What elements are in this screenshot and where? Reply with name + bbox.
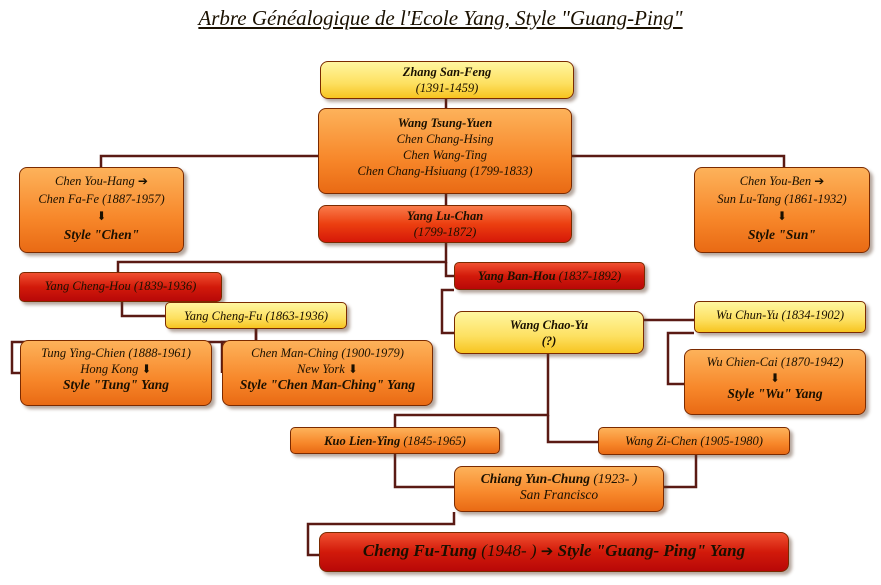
node-zhang-san-feng: Zhang San-Feng (1391-1459) bbox=[320, 61, 574, 99]
node-dates: (1391-1459) bbox=[415, 81, 479, 95]
node-line: Chen Wang-Ting bbox=[403, 148, 487, 162]
connector-wuchunyu-wuchiencai bbox=[666, 331, 694, 386]
node-name: Zhang San-Feng bbox=[402, 65, 492, 79]
node-style-wu: Wu Chien-Cai (1870-1942) ⬇ Style "Wu" Ya… bbox=[684, 349, 866, 415]
connector-chaoyu-kuo bbox=[393, 354, 550, 427]
style-label: Style "Wu" Yang bbox=[727, 386, 823, 401]
style-label: Style "Guang- Ping" Yang bbox=[553, 541, 746, 560]
style-label: Style "Chen Man-Ching" Yang bbox=[239, 377, 416, 392]
down-arrow-icon: ⬇ bbox=[96, 209, 107, 223]
chart-title: Arbre Généalogique de l'Ecole Yang, Styl… bbox=[198, 6, 683, 30]
circle-arrow-icon: ➔ bbox=[540, 544, 554, 560]
style-label: Style "Tung" Yang bbox=[62, 377, 170, 392]
node-wang-zi-chen: Wang Zi-Chen (1905-1980) bbox=[598, 427, 790, 455]
node-text: Wang Zi-Chen (1905-1980) bbox=[625, 434, 763, 448]
node-text: Yang Cheng-Hou (1839-1936) bbox=[44, 279, 197, 293]
node-line: Wu Chien-Cai (1870-1942) bbox=[706, 355, 844, 369]
down-arrow-icon: ⬇ bbox=[347, 362, 358, 376]
node-wu-chun-yu: Wu Chun-Yu (1834-1902) bbox=[694, 301, 866, 333]
node-chiang-yun-chung: Chiang Yun-Chung (1923- ) San Francisco bbox=[454, 466, 664, 512]
node-yang-cheng-hou: Yang Cheng-Hou (1839-1936) bbox=[19, 272, 222, 302]
node-line: Chen You-Ben bbox=[739, 174, 812, 188]
right-arrow-icon: ➔ bbox=[814, 174, 825, 188]
down-arrow-icon: ⬇ bbox=[769, 371, 781, 385]
node-text: Wu Chun-Yu (1834-1902) bbox=[715, 308, 844, 322]
style-label: Style "Chen" bbox=[63, 226, 140, 242]
node-style-chen: Chen You-Hang ➔ Chen Fa-Fe (1887-1957) ⬇… bbox=[19, 167, 184, 253]
node-name: Wang Tsung-Yuen bbox=[397, 116, 493, 130]
connector-yanglu-branch bbox=[116, 243, 448, 272]
node-name: Wang Chao-Yu bbox=[509, 318, 589, 332]
down-arrow-icon: ⬇ bbox=[776, 209, 788, 223]
connector-banhou-chaoyu bbox=[440, 288, 454, 335]
node-style-tung: Tung Ying-Chien (1888-1961) Hong Kong ⬇ … bbox=[20, 340, 212, 406]
node-style-chen-man-ching: Chen Man-Ching (1900-1979) New York ⬇ St… bbox=[222, 340, 433, 406]
node-dates: (1845-1965) bbox=[400, 434, 466, 448]
node-wang-tsung-yuen: Wang Tsung-Yuen Chen Chang-Hsing Chen Wa… bbox=[318, 108, 572, 194]
node-cheng-fu-tung: Cheng Fu-Tung (1948- ) ➔ Style "Guang- P… bbox=[319, 532, 789, 572]
node-kuo-lien-ying: Kuo Lien-Ying (1845-1965) bbox=[290, 427, 500, 454]
connector-chaoyu-zichen bbox=[546, 415, 598, 444]
node-line: Chen Chang-Hsing bbox=[396, 132, 494, 146]
node-line: Chen Chang-Hsiuang (1799-1833) bbox=[357, 164, 533, 178]
node-yang-ban-hou: Yang Ban-Hou (1837-1892) bbox=[454, 262, 645, 290]
connector-chenghou-chengfu bbox=[120, 302, 165, 318]
node-name: Yang Lu-Chan bbox=[406, 209, 484, 223]
node-line: Chen Fa-Fe (1887-1957) bbox=[38, 191, 165, 206]
node-dates: (1837-1892) bbox=[555, 269, 622, 283]
node-name: Chiang Yun-Chung bbox=[480, 471, 590, 486]
node-line: Hong Kong bbox=[80, 362, 139, 376]
connector-wang-sun bbox=[572, 154, 786, 167]
node-line: Chen You-Hang bbox=[55, 174, 135, 188]
node-dates: (1923- ) bbox=[589, 471, 638, 486]
node-style-sun: Chen You-Ben ➔ Sun Lu-Tang (1861-1932) ⬇… bbox=[694, 167, 870, 253]
right-arrow-icon: ➔ bbox=[137, 174, 148, 188]
connector-chiang-cheng bbox=[306, 512, 456, 557]
node-line: Sun Lu-Tang (1861-1932) bbox=[717, 191, 847, 206]
node-yang-cheng-fu: Yang Cheng-Fu (1863-1936) bbox=[165, 302, 347, 329]
connector-kuo-chiang bbox=[393, 454, 454, 489]
connector-zichen-chiang bbox=[664, 455, 698, 489]
down-arrow-icon: ⬇ bbox=[141, 362, 152, 376]
node-text: Yang Cheng-Fu (1863-1936) bbox=[184, 309, 328, 323]
node-yang-lu-chan: Yang Lu-Chan (1799-1872) bbox=[318, 205, 572, 243]
node-line: New York bbox=[296, 362, 345, 376]
node-wang-chao-yu: Wang Chao-Yu (?) bbox=[454, 311, 644, 354]
style-label: Style "Sun" bbox=[748, 226, 816, 242]
node-name: Kuo Lien-Ying bbox=[324, 434, 401, 448]
node-dates: (1948- ) bbox=[477, 541, 541, 560]
node-name: Cheng Fu-Tung bbox=[362, 541, 478, 560]
node-line: San Francisco bbox=[519, 487, 599, 502]
node-name: Yang Ban-Hou bbox=[477, 269, 556, 283]
node-dates: (1799-1872) bbox=[413, 225, 477, 239]
node-dates: (?) bbox=[541, 334, 557, 348]
node-line: Chen Man-Ching (1900-1979) bbox=[251, 346, 404, 360]
node-line: Tung Ying-Chien (1888-1961) bbox=[41, 346, 191, 360]
connector-yanglu-banhou bbox=[444, 262, 454, 278]
connector-wang-chen bbox=[99, 154, 318, 167]
